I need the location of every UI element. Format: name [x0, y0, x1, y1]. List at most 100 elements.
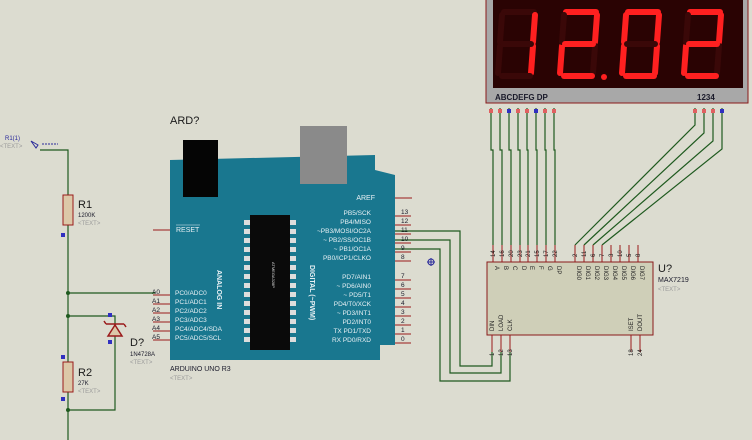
arduino-pin-d8[interactable]: PB0/ICP1/CLKO 8 [323, 254, 411, 262]
d1-text: <TEXT> [130, 360, 153, 366]
svg-text:DIG5: DIG5 [620, 266, 626, 281]
svg-text:8: 8 [401, 254, 405, 261]
segment-f [497, 12, 505, 45]
resistor-r2[interactable]: R2 27K <TEXT> [62, 361, 101, 395]
svg-text:C: C [511, 266, 517, 271]
svg-text:22: 22 [553, 250, 559, 257]
svg-text:PB0/ICP1/CLKO: PB0/ICP1/CLKO [323, 255, 371, 262]
zener-diode[interactable]: D? 1N4728A <TEXT> [103, 320, 155, 366]
max-pin-b[interactable]: 16B [500, 245, 508, 270]
segment-e [495, 43, 503, 76]
svg-text:~ PD3/INT1: ~ PD3/INT1 [337, 310, 372, 317]
r2-ref: R2 [78, 367, 92, 379]
max-pin-e[interactable]: 21E [526, 245, 534, 270]
svg-text:PC2/ADC2: PC2/ADC2 [175, 308, 207, 315]
svg-text:11: 11 [582, 250, 588, 257]
svg-text:6: 6 [591, 253, 597, 257]
svg-text:A0: A0 [152, 289, 160, 296]
svg-text:RX PD0/RXD: RX PD0/RXD [332, 337, 371, 344]
max-pin-c[interactable]: 20C [509, 245, 517, 271]
r1-ref: R1 [78, 199, 92, 211]
segment-c [714, 43, 722, 76]
svg-text:~ PB1/OC1A: ~ PB1/OC1A [334, 246, 372, 253]
arduino-ref: ARD? [170, 115, 199, 127]
segment-b [530, 12, 538, 45]
svg-text:4: 4 [401, 300, 405, 307]
svg-text:A1: A1 [152, 298, 160, 305]
svg-text:A5: A5 [152, 334, 160, 341]
svg-text:5: 5 [401, 291, 405, 298]
max-pin-g[interactable]: 17G [544, 245, 552, 271]
svg-text:DIG0: DIG0 [575, 266, 581, 281]
digital-label: DIGITAL (~PWM) [308, 265, 315, 320]
arduino-pin-a0[interactable]: A0 PC0/ADC0 [152, 289, 207, 297]
reset-label: RESET [176, 227, 200, 234]
svg-text:PC0/ADC0: PC0/ADC0 [175, 290, 207, 297]
resistor-r1[interactable]: R1 1200K <TEXT> [62, 194, 101, 227]
max7219-chip[interactable]: 14A16B20C23D21E15F17G22DP2DIG011DIG16DIG… [486, 245, 689, 356]
arduino-text: <TEXT> [170, 376, 193, 382]
svg-text:16: 16 [500, 250, 506, 257]
display-digit-2 [557, 9, 607, 80]
svg-text:F: F [537, 266, 543, 270]
svg-text:PB4/MISO: PB4/MISO [340, 219, 371, 226]
segment-c [590, 43, 598, 76]
seven-segment-display[interactable]: ABCDEFG DP 1234 [485, 0, 749, 104]
svg-text:DIG1: DIG1 [584, 266, 590, 281]
svg-text:18: 18 [629, 349, 635, 356]
arduino-uno[interactable]: ARD? ATMEGA328P ANALOG IN DIGITAL (~PWM)… [152, 115, 412, 382]
svg-text:24: 24 [638, 349, 644, 356]
chip-label: ATMEGA328P [271, 262, 276, 288]
segment-e [619, 43, 627, 76]
display-digit-3 [619, 9, 662, 79]
svg-text:3: 3 [609, 253, 615, 257]
d1-value: 1N4728A [130, 352, 155, 358]
max-pin-iset[interactable]: 18 ISET [629, 317, 635, 356]
segment-b [654, 12, 662, 45]
max-pin-a[interactable]: 14A [491, 245, 499, 270]
max-pin-f[interactable]: 15F [535, 245, 543, 270]
svg-text:PD2/INT0: PD2/INT0 [342, 319, 371, 326]
max-pin-d[interactable]: 23D [518, 245, 526, 271]
svg-text:1: 1 [490, 352, 496, 356]
input-terminal[interactable]: R1(1) <TEXT> [0, 136, 58, 150]
wires [395, 108, 724, 382]
svg-text:ISET: ISET [629, 317, 635, 331]
svg-text:B: B [502, 266, 508, 270]
svg-text:10: 10 [618, 250, 624, 257]
analog-in-label: ANALOG IN [215, 270, 222, 309]
svg-text:DIG6: DIG6 [629, 266, 635, 281]
